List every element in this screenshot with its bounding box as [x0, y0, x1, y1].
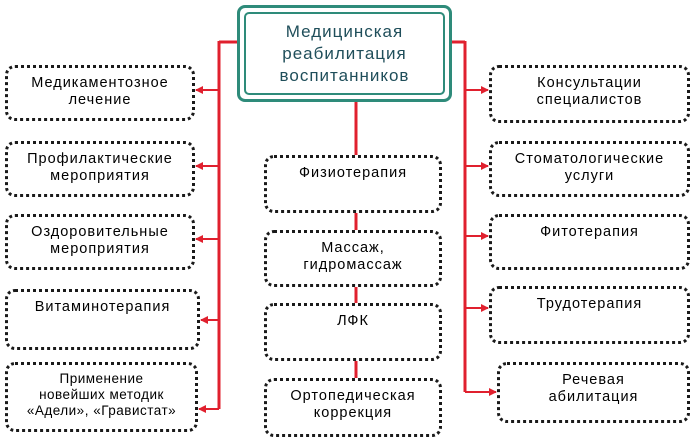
- main-node-inner: Медицинская реабилитация воспитанников: [244, 12, 445, 95]
- left-node-1-label: Медикаментозное лечение: [31, 75, 169, 108]
- main-node-title: Медицинская реабилитация воспитанников: [279, 21, 410, 85]
- center-node-1-label: Физиотерапия: [298, 165, 408, 181]
- left-node-5-label: Применение новейших методик «Адели», «Гр…: [26, 371, 177, 418]
- center-node-4: Ортопедическая коррекция: [264, 378, 442, 437]
- right-node-3-label: Фитотерапия: [540, 224, 639, 240]
- left-node-1: Медикаментозное лечение: [5, 65, 195, 121]
- main-node: Медицинская реабилитация воспитанников: [237, 5, 452, 102]
- center-node-3: ЛФК: [264, 303, 442, 361]
- right-node-2-label: Стоматологические услуги: [514, 151, 665, 184]
- right-node-4-label: Трудотерапия: [536, 296, 643, 312]
- left-node-2: Профилактические мероприятия: [5, 141, 195, 197]
- center-node-2-label: Массаж, гидромассаж: [303, 240, 403, 273]
- left-node-3: Оздоровительные мероприятия: [5, 214, 195, 270]
- right-node-1-label: Консультации специалистов: [536, 75, 643, 108]
- right-node-2: Стоматологические услуги: [489, 141, 690, 197]
- center-node-4-label: Ортопедическая коррекция: [290, 388, 416, 421]
- left-node-5: Применение новейших методик «Адели», «Гр…: [5, 362, 198, 432]
- left-node-3-label: Оздоровительные мероприятия: [31, 224, 169, 257]
- right-node-1: Консультации специалистов: [489, 65, 690, 123]
- right-node-3: Фитотерапия: [489, 214, 690, 270]
- left-node-4-label: Витаминотерапия: [34, 299, 171, 315]
- center-node-3-label: ЛФК: [337, 313, 369, 329]
- right-node-4: Трудотерапия: [489, 286, 690, 344]
- left-node-2-label: Профилактические мероприятия: [27, 151, 173, 184]
- center-node-1: Физиотерапия: [264, 155, 442, 213]
- left-node-4: Витаминотерапия: [5, 289, 200, 350]
- right-node-5-label: Речевая абилитация: [548, 372, 639, 405]
- center-node-2: Массаж, гидромассаж: [264, 230, 442, 287]
- right-node-5: Речевая абилитация: [497, 362, 690, 423]
